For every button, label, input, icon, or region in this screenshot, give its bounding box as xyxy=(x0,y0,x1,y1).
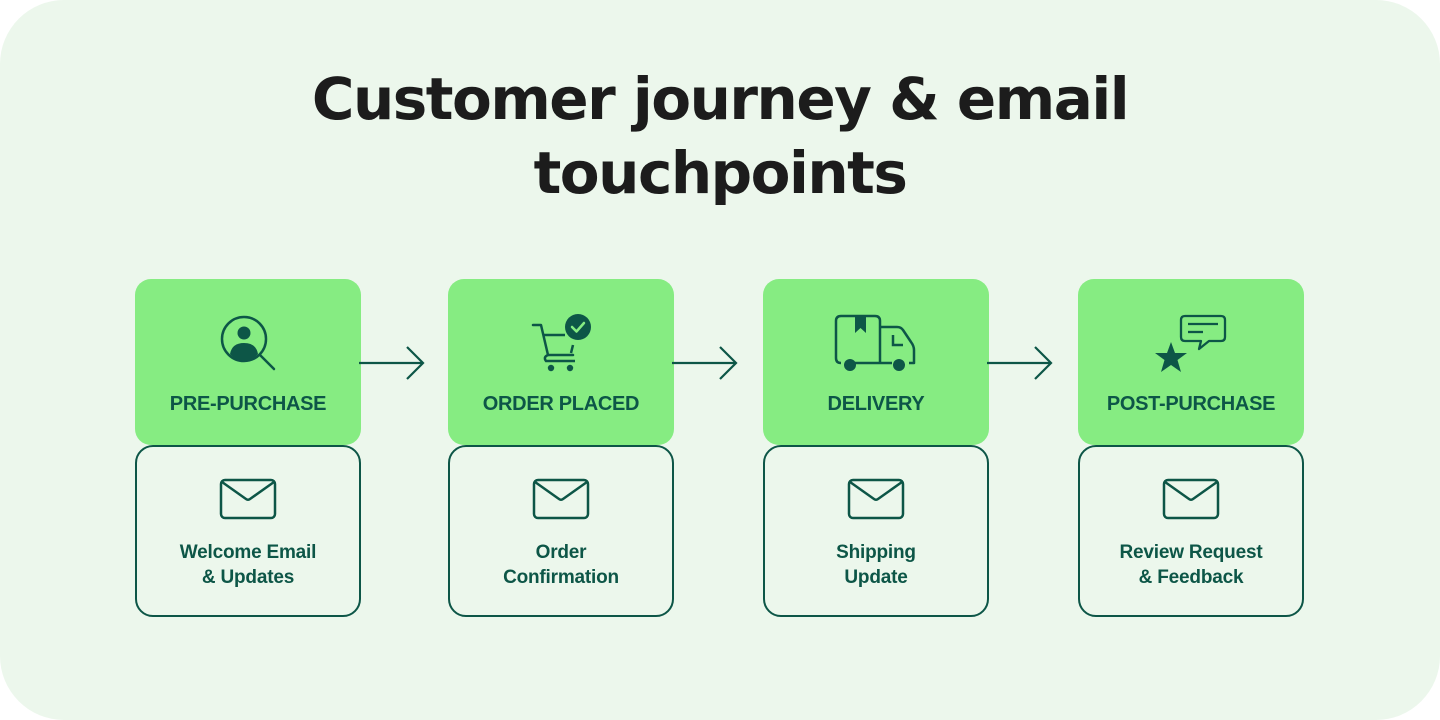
page-title: Customer journey & email touchpoints xyxy=(0,62,1440,210)
stage-pre-purchase: PRE-PURCHASE Welcome Email & Updates xyxy=(135,279,361,617)
stage-card: DELIVERY xyxy=(763,279,989,445)
stage-label: ORDER PLACED xyxy=(482,393,640,415)
mail-icon xyxy=(1162,478,1220,520)
delivery-truck-icon xyxy=(834,314,916,371)
stage-order-placed: ORDER PLACED Order Confirmation xyxy=(448,279,674,617)
email-card: Order Confirmation xyxy=(448,445,674,617)
mail-icon xyxy=(219,478,277,520)
stage-label: PRE-PURCHASE xyxy=(169,393,327,415)
user-search-icon xyxy=(220,315,276,371)
email-card: Shipping Update xyxy=(763,445,989,617)
stage-post-purchase: POST-PURCHASE Review Request & Feedback xyxy=(1078,279,1304,617)
title-line-2: touchpoints xyxy=(533,139,908,207)
mail-icon xyxy=(847,478,905,520)
email-card: Review Request & Feedback xyxy=(1078,445,1304,617)
arrow-right-icon xyxy=(987,346,1053,380)
stage-card: PRE-PURCHASE xyxy=(135,279,361,445)
title-line-1: Customer journey & email xyxy=(311,65,1130,133)
email-label: Shipping Update xyxy=(836,542,916,588)
arrow-right-icon xyxy=(672,346,738,380)
stage-label: POST-PURCHASE xyxy=(1106,393,1276,415)
stage-label: DELIVERY xyxy=(827,393,925,415)
stage-card: ORDER PLACED xyxy=(448,279,674,445)
stage-card: POST-PURCHASE xyxy=(1078,279,1304,445)
cart-check-icon xyxy=(531,314,591,372)
email-label: Welcome Email & Updates xyxy=(179,542,317,588)
email-label: Order Confirmation xyxy=(503,542,619,588)
stage-delivery: DELIVERY Shipping Update xyxy=(763,279,989,617)
arrow-right-icon xyxy=(359,346,425,380)
star-review-icon xyxy=(1155,314,1227,372)
email-card: Welcome Email & Updates xyxy=(135,445,361,617)
email-label: Review Request & Feedback xyxy=(1119,542,1263,588)
mail-icon xyxy=(532,478,590,520)
